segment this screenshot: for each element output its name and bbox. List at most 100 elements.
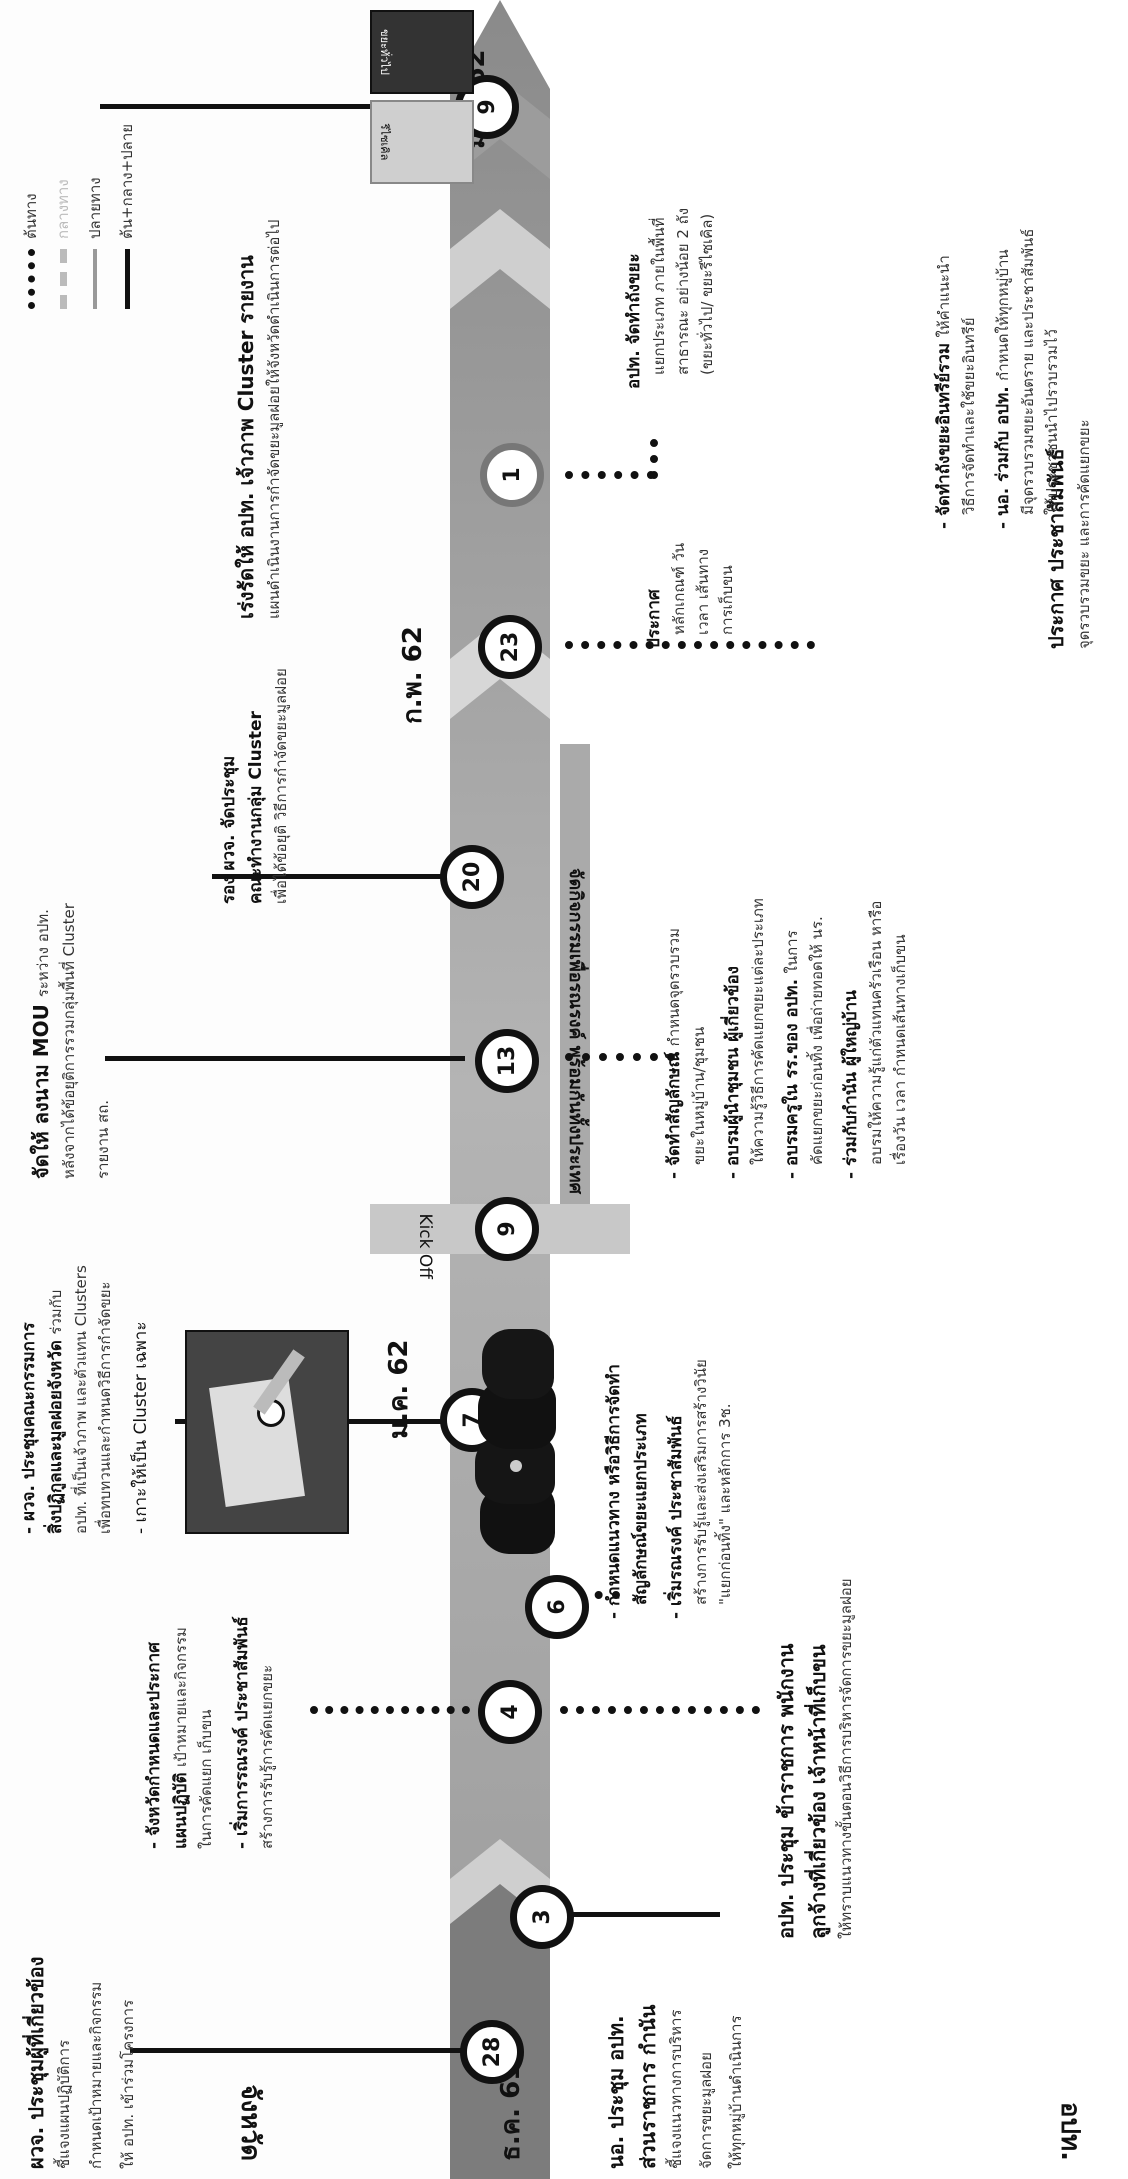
legend-label: ปลายทาง (86, 177, 104, 239)
event-detail: เวลา เส้นทาง (694, 548, 712, 635)
day-marker-4: 4 (478, 1680, 542, 1744)
legend-label: กลางทาง (54, 179, 72, 239)
campaign-banner-text: จัดกิจกรรมเพื่อรณรงค์ พร้อมกันทั้งประเทศ (565, 867, 586, 1194)
legend-swatch-destination (93, 249, 97, 309)
event-28-local: นอ. ประชุม อปท. ส่วนราชการ กำนัน ชี้แจงแ… (600, 1939, 748, 2169)
event-detail: หลังจากได้ข้อยุติการรวมกลุ่มพื้นที่ Clus… (60, 903, 78, 1179)
day-marker-28: 28 (460, 2020, 524, 2084)
dotted-connector-1 (565, 463, 655, 479)
day-marker-9a: 9 (475, 1197, 539, 1261)
bullet: - กำหนดแนวทาง หรือวิธีการจัดทำ (604, 1364, 624, 1619)
event-title: อปท. ประชุม ข้าราชการ พนักงาน (774, 1643, 798, 1939)
event-detail: ให้ทราบแนวทางขั้นตอนวิธีการบริหารจัดการข… (837, 1578, 855, 1939)
day-marker-6: 6 (525, 1575, 589, 1639)
kickoff-label: Kick Off (415, 1213, 435, 1279)
bullet-detail: ให้ประชาชนนำไปรวบรวมไว้ (1043, 329, 1061, 515)
bullet-detail: กำหนดให้ทุกหมู่บ้าน (994, 249, 1012, 381)
event-detail: การเก็บขน (718, 565, 736, 635)
legend-label: ต้น+กลาง+ปลาย (118, 123, 136, 239)
event-detail: ชี้แจงแนวทางการบริหาร (667, 2009, 685, 2169)
bullet-detail: อบรมให้ความรู้แก่ตัวแทนครัวเรือน หารือ (867, 900, 885, 1165)
event-28-province: ผวจ. ประชุมผู้ที่เกี่ยวข้อง ชี้แจงแผนปฏิ… (20, 1889, 140, 2169)
day-marker-13: 13 (475, 1029, 539, 1093)
event-title: ผวจ. ประชุมผู้ที่เกี่ยวข้อง (24, 1956, 48, 2169)
legend-label: ต้นทาง (22, 193, 40, 239)
bullet-detail: เรื่องวัน เวลา กำหนดเส้นทางเก็บขน (891, 934, 909, 1165)
event-title-detail: ระหว่าง อปท. (34, 909, 52, 998)
legend-swatch-all (124, 249, 130, 309)
bullet-title: แผนปฏิบัติ (171, 1772, 191, 1849)
event-title: ส่วนราชการ กำนัน (636, 2004, 660, 2169)
legend-swatch-origin (27, 249, 35, 309)
dotted-connector-13 (565, 1045, 675, 1061)
connector-13 (105, 1056, 465, 1061)
bullet-detail: มีจุดรวบรวมขยะอันตราย และประชาสัมพันธ์ (1019, 228, 1037, 515)
bullet-title: สัญลักษณ์ขยะแยกประเภท (631, 1413, 651, 1605)
event-detail: สาธารณะ อย่างน้อย 2 ถัง (674, 207, 692, 375)
bullet-title: สิ่งปฏิกูลและมูลฝอยจังหวัด (46, 1340, 66, 1534)
bullet-detail: ร่วมกับ (47, 1289, 65, 1335)
connector-28 (130, 2048, 465, 2053)
bin-label: รีไซเคิล (378, 123, 391, 161)
bullet-detail: "แยกก่อนทิ้ง" และหลักการ 3ช. (716, 1403, 734, 1605)
day-marker-1: 1 (480, 443, 544, 507)
bullet-detail: ให้คำแนะนำ (935, 255, 953, 338)
event-1-local: - จัดทำถังขยะอินทรีย์รวม ให้คำแนะนำ วิธี… (930, 9, 1064, 529)
event-title: ประกาศ (644, 589, 664, 649)
side-label-province: จังหวัด (235, 2084, 265, 2161)
day-marker-3: 3 (510, 1885, 574, 1949)
event-detail: แผนดำเนินงานการกำจัดขยะมูลฝอยให้จังหวัดด… (265, 219, 283, 619)
bullet-detail: คัดแยกขยะก่อนทิ้ง เพื่อถ่ายทอดให้ นร. (808, 916, 826, 1165)
event-6-local: - กำหนดแนวทาง หรือวิธีการจัดทำ สัญลักษณ์… (600, 1199, 737, 1619)
event-title: จัดให้ ลงนาม MOU (29, 1004, 53, 1179)
day-marker-23: 23 (478, 615, 542, 679)
event-detail: แยกประเภท ภายในพื้นที่ (650, 217, 668, 375)
meeting-photo (185, 1330, 349, 1534)
event-detail: ชี้แจงแผนปฏิบัติการ (55, 2039, 73, 2169)
bullet: - อบรมครูใน รร.ของ อปท. (782, 978, 802, 1179)
event-title: นอ. ประชุม อปท. (604, 2015, 628, 2169)
waste-bins-illustration: รีไซเคิล ขยะทั่วไป (360, 9, 480, 184)
event-1-local-bins: อปท. จัดทำถังขยะ แยกประเภท ภายในพื้นที่ … (620, 89, 719, 389)
legend-swatch-midway (59, 249, 67, 309)
general-waste-bin: ขยะทั่วไป (370, 10, 474, 94)
dotted-connector-4 (310, 1698, 470, 1714)
bullet: - จัดทำสัญลักษณ์ (664, 1051, 684, 1179)
bullet-detail: กำหนดจุดรวบรวม (665, 928, 683, 1047)
month-label-jan: ม.ค. 62 (384, 1339, 414, 1439)
event-detail: หลักเกณฑ์ วัน (670, 542, 688, 635)
bullet: - เกาะให้เป็น Cluster เฉพาะ (131, 1321, 151, 1534)
event-detail: ให้ อปท. เข้าร่วมโครงการ (119, 1999, 137, 2169)
bullet-detail: ให้ความรู้วิธีการคัดแยกขยะแต่ละประเภท (749, 898, 767, 1165)
bullet: - นอ. ร่วมกับ อปท. (993, 386, 1013, 529)
bullet: - เริ่มรณรงค์ ประชาสัมพันธ์ (666, 1415, 686, 1619)
recycle-bin: รีไซเคิล (370, 100, 474, 184)
event-title: อปท. จัดทำถังขยะ (624, 253, 644, 389)
event-detail: จัดการขยะมูลฝอย (697, 2052, 715, 2169)
event-detail: รายงาน สถ. (94, 1099, 112, 1179)
bullet-detail: เป้าหมายและกิจกรรม (172, 1627, 190, 1768)
event-detail: กำหนดเป้าหมายและกิจกรรม (87, 1981, 105, 2169)
bullet-detail: สร้างการรับรู้และส่งเสริมการสร้างวินัย (692, 1359, 710, 1605)
side-label-local: อปท. (1055, 2101, 1085, 2161)
event-detail: ให้ทุกหมู่บ้านดำเนินการ (727, 2015, 745, 2169)
event-title: เร่งรัดให้ อปท. เจ้าภาพ Cluster รายงาน (234, 255, 258, 619)
bullet: - จัดทำถังขยะอินทรีย์รวม (934, 342, 954, 529)
event-23-local: ประกาศ หลักเกณฑ์ วัน เวลา เส้นทาง การเก็… (640, 479, 739, 649)
event-13-province: จัดให้ ลงนาม MOU ระหว่าง อปท. หลังจากได้… (25, 619, 115, 1179)
bin-label: ขยะทั่วไป (378, 29, 391, 75)
legend: ต้นทาง กลางทาง ปลายทาง ต้น+กลาง+ปลาย (20, 99, 138, 309)
event-detail: (ขยะทั่วไป/ ขยะรีไซเคิล) (698, 213, 716, 375)
garbage-bags-illustration (470, 1324, 560, 1554)
month-label-feb: ก.พ. 62 (398, 626, 428, 724)
bullet: - ร่วมกับกำนัน ผู้ใหญ่บ้าน (841, 990, 861, 1179)
day-marker-20: 20 (440, 845, 504, 909)
bullet: - อบรมผู้นำชุมชน ผู้เกี่ยวข้อง (723, 966, 743, 1179)
event-9b-province: เร่งรัดให้ อปท. เจ้าภาพ Cluster รายงาน แ… (230, 59, 286, 619)
event-13-local: - จัดทำสัญลักษณ์ กำหนดจุดรวบรวม ขยะในหมู… (660, 659, 912, 1179)
bullet-detail: วิธีการจัดทำและใช้ขยะอินทรีย์ (960, 317, 978, 516)
bullet-detail: ขยะในหมู่บ้าน/ชุมชน (690, 1026, 708, 1165)
event-detail: จุดรวบรวมขยะ และการคัดแยกขยะ (1075, 419, 1093, 649)
dotted-connector-4b (560, 1698, 760, 1714)
